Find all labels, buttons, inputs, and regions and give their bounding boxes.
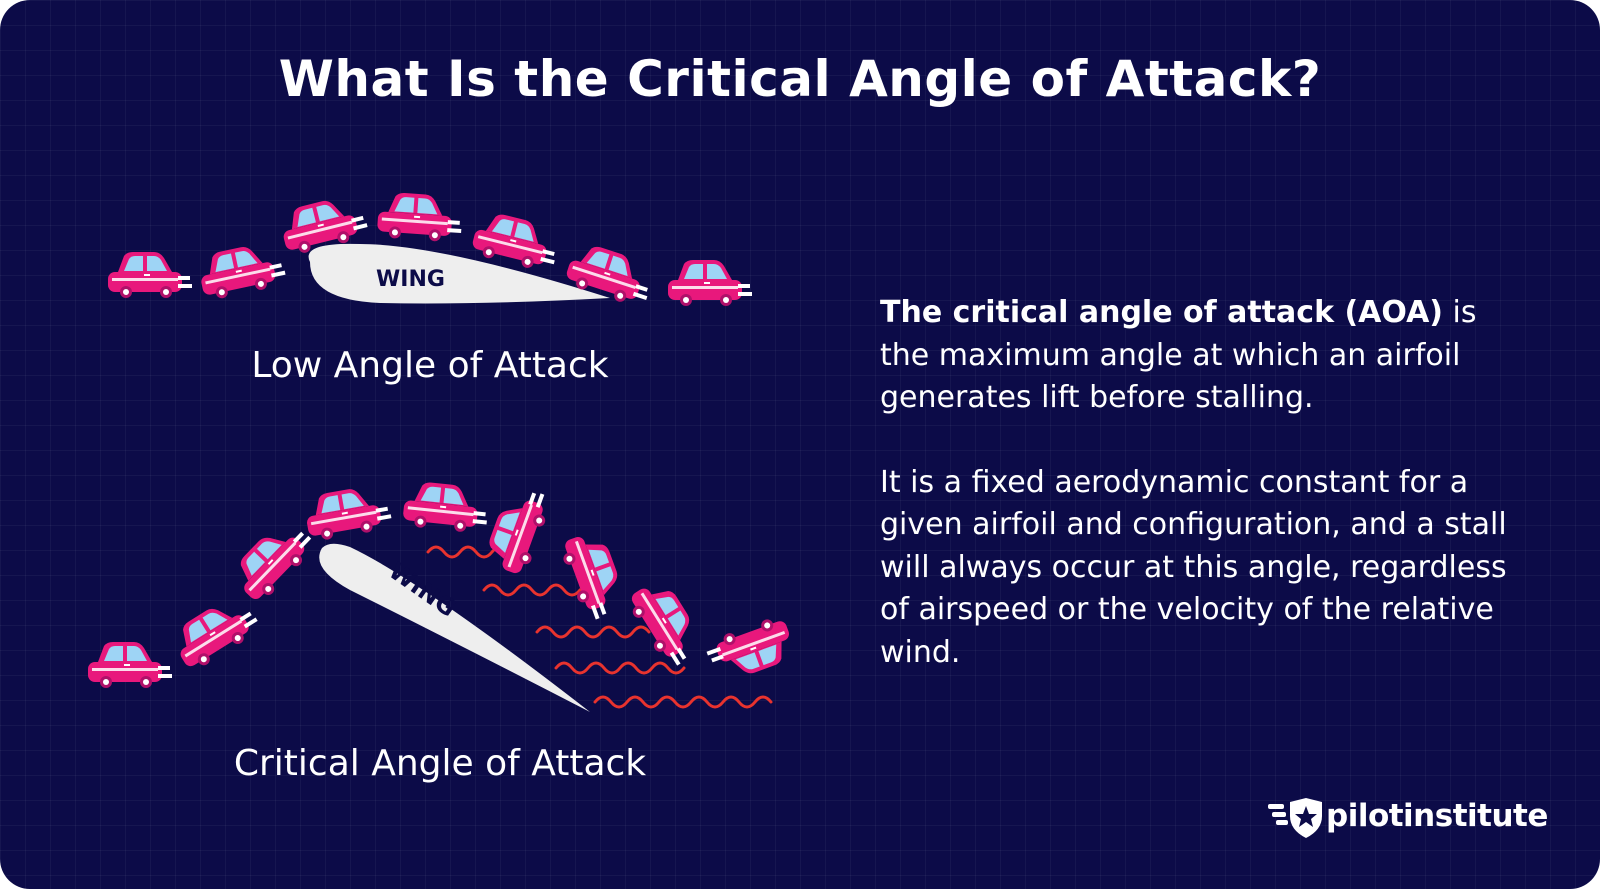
wing-airfoil-low bbox=[308, 243, 610, 304]
car-icon bbox=[195, 239, 288, 302]
car-icon bbox=[88, 642, 172, 688]
car-icon bbox=[668, 260, 752, 306]
car-icon bbox=[401, 479, 491, 535]
description-definition: is the maximum angle at which an airfoil… bbox=[880, 295, 1477, 415]
car-icon bbox=[302, 482, 394, 543]
car-icon bbox=[624, 575, 708, 671]
turbulence-waves bbox=[426, 545, 773, 709]
description-paragraph-1: The critical angle of attack (AOA) is th… bbox=[880, 292, 1520, 420]
description-bold-term: The critical angle of attack (AOA) bbox=[880, 295, 1444, 330]
car-icon bbox=[167, 590, 263, 674]
car-icon bbox=[108, 252, 192, 298]
wing-airfoil-critical bbox=[319, 543, 590, 712]
pilotinstitute-logo: pilotinstitute bbox=[1268, 796, 1558, 844]
page-title: What Is the Critical Angle of Attack? bbox=[278, 50, 1322, 108]
wing-label-low: WING bbox=[376, 267, 445, 292]
car-icon bbox=[376, 191, 464, 244]
critical-aoa-diagram: WING bbox=[88, 479, 798, 712]
car-icon bbox=[557, 528, 630, 623]
critical-aoa-caption: Critical Angle of Attack bbox=[233, 743, 647, 784]
car-icon bbox=[226, 513, 319, 607]
logo-wordmark: pilotinstitute bbox=[1326, 798, 1548, 834]
winged-shield-star-icon bbox=[1268, 798, 1322, 838]
low-aoa-diagram: WING bbox=[108, 191, 752, 310]
car-icon bbox=[703, 613, 798, 686]
description-text: The critical angle of attack (AOA) is th… bbox=[880, 292, 1520, 674]
low-aoa-caption: Low Angle of Attack bbox=[251, 345, 609, 386]
car-icon bbox=[481, 482, 554, 578]
description-paragraph-2: It is a fixed aerodynamic constant for a… bbox=[880, 464, 1507, 670]
